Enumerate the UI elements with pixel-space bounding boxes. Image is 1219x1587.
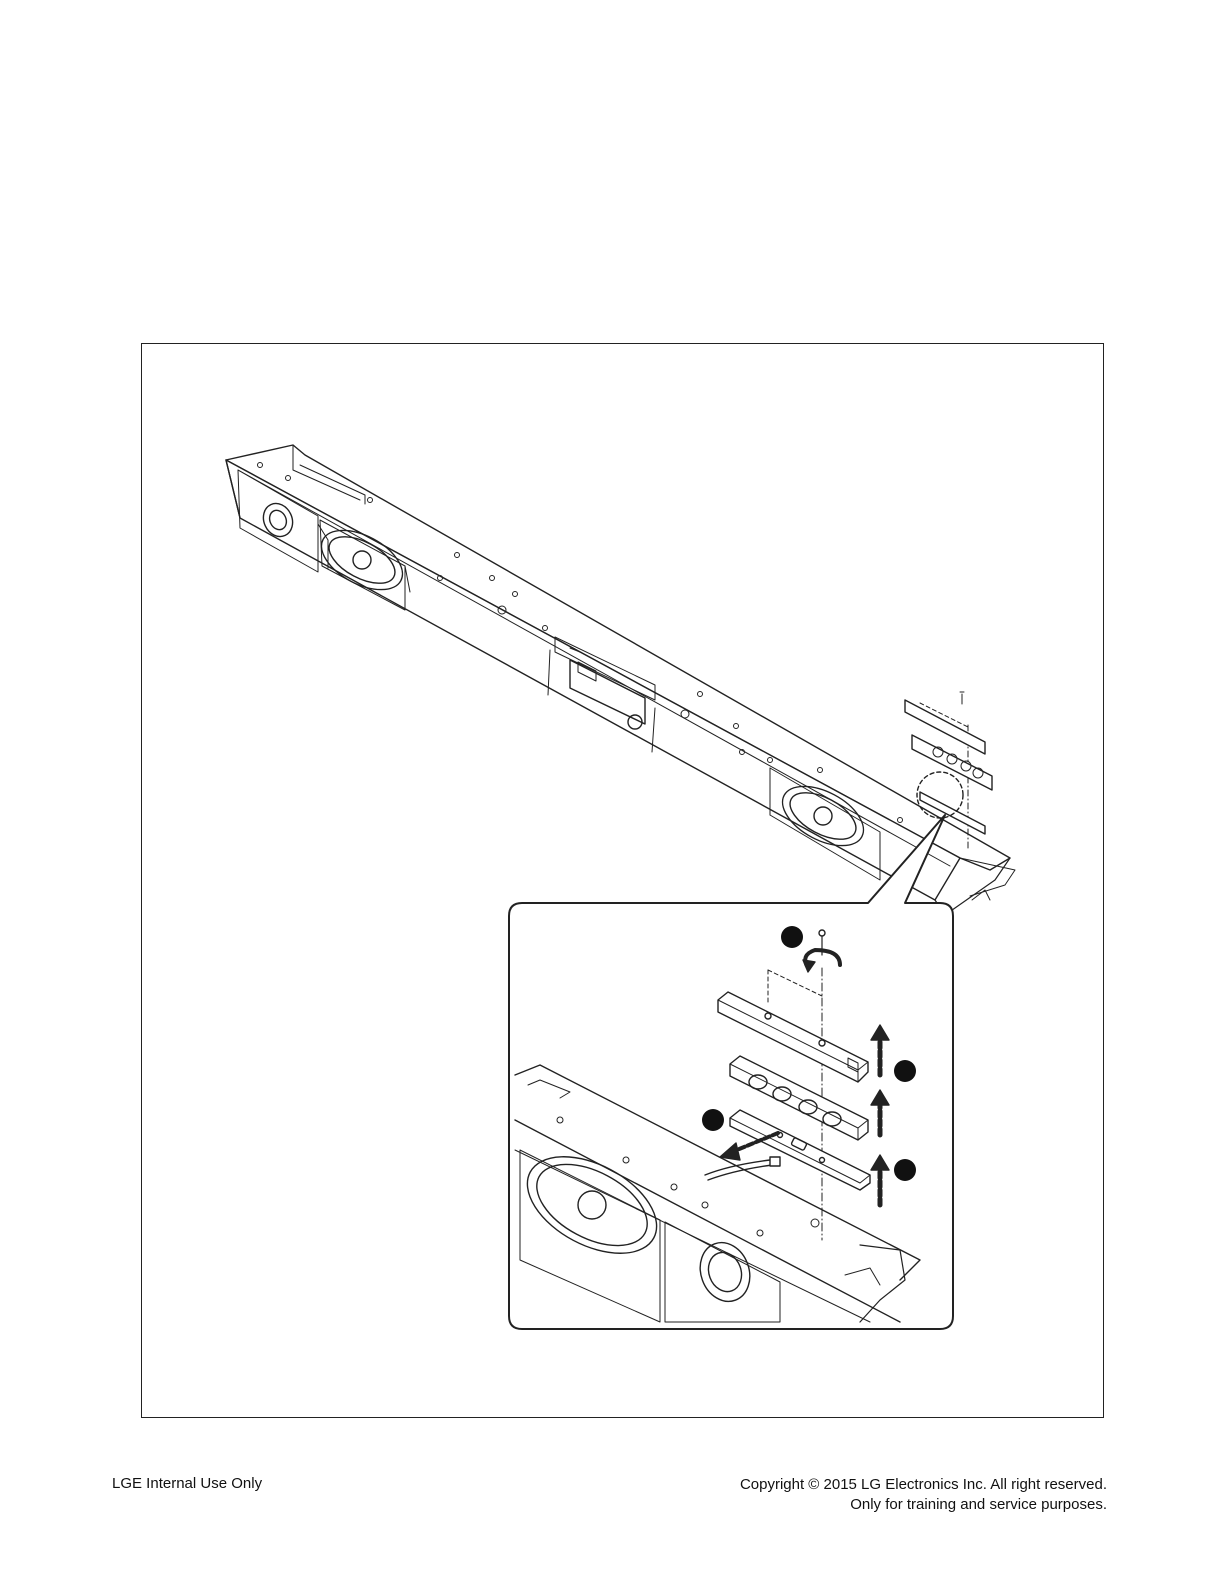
soundbar-body [226, 445, 1015, 915]
detail-callout [509, 815, 953, 1329]
copyright-line-2: Only for training and service purposes. [740, 1495, 1107, 1515]
step-4-marker [894, 1159, 916, 1181]
step-1-marker [781, 926, 803, 948]
step-3-marker [702, 1109, 724, 1131]
copyright-line-1: Copyright © 2015 LG Electronics Inc. All… [740, 1475, 1107, 1495]
internal-use-label: LGE Internal Use Only [112, 1475, 262, 1492]
step-2-marker [894, 1060, 916, 1082]
copyright-notice: Copyright © 2015 LG Electronics Inc. All… [740, 1475, 1107, 1515]
